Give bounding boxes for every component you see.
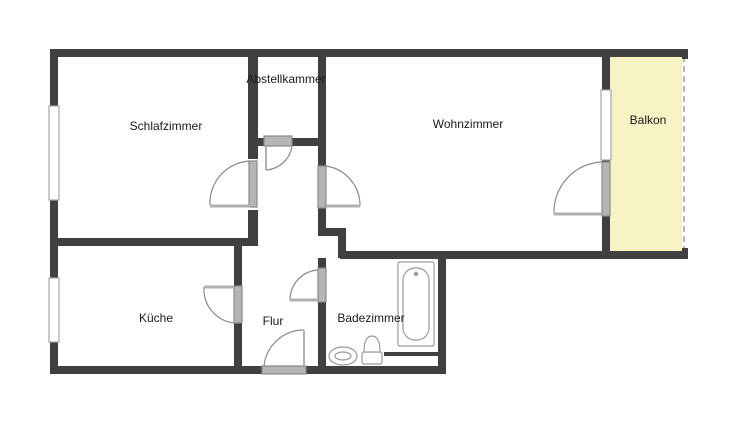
- balcony-area: [610, 56, 682, 252]
- windows: [48, 89, 612, 343]
- label-badezimmer: Badezimmer: [337, 311, 404, 325]
- door-kueche: [233, 285, 243, 324]
- window-wohnzimmer-balkon: [600, 89, 612, 161]
- door-badezimmer: [317, 267, 327, 303]
- label-flur: Flur: [263, 314, 284, 328]
- toilet-bowl: [363, 335, 381, 353]
- label-wohnzimmer: Wohnzimmer: [433, 117, 503, 131]
- label-balkon: Balkon: [630, 113, 667, 127]
- toilet-tank: [361, 351, 383, 365]
- bathroom-fixtures: [328, 261, 435, 366]
- doors: [203, 135, 611, 375]
- door-wohnzimmer: [317, 165, 327, 209]
- label-abstellkammer: Abstellkammer: [246, 72, 325, 86]
- walls: [50, 49, 688, 374]
- window-schlafzimmer: [48, 105, 60, 201]
- label-schlafzimmer: Schlafzimmer: [130, 119, 203, 133]
- door-entrance: [261, 365, 307, 375]
- label-kueche: Küche: [139, 311, 173, 325]
- door-abstellkammer: [263, 135, 293, 147]
- door-balkon: [601, 161, 611, 217]
- door-schlafzimmer: [248, 160, 258, 208]
- window-kueche: [48, 277, 60, 343]
